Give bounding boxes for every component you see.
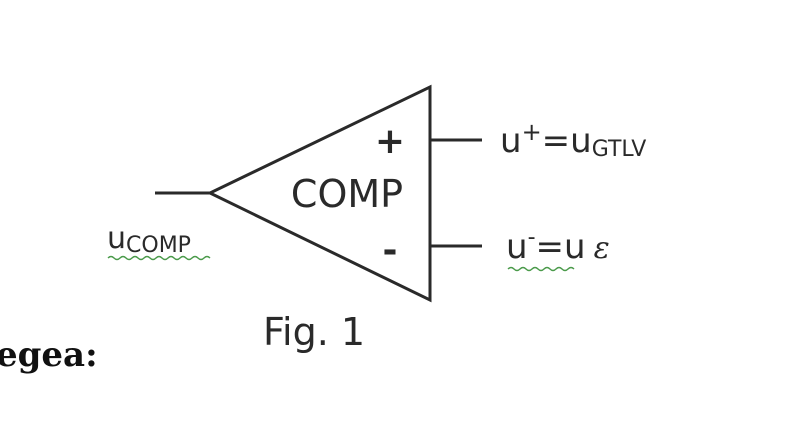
- output-plus-equals: =u: [542, 121, 592, 161]
- plus-sign: +: [375, 121, 405, 162]
- output-plus-label: u+=uGTLV: [500, 118, 646, 162]
- output-minus-sup: -: [528, 225, 536, 250]
- output-minus-base: u: [506, 227, 528, 267]
- figure-caption: Fig. 1: [263, 310, 365, 354]
- input-label-subscript: COMP: [126, 233, 191, 258]
- output-plus-base: u: [500, 121, 522, 161]
- output-plus-sup: +: [522, 118, 542, 146]
- side-text: egea:: [0, 335, 98, 375]
- comparator-triangle: [206, 84, 432, 303]
- minus-sign: -: [383, 230, 398, 271]
- block-label: COMP: [291, 172, 403, 216]
- output-minus-symbol: ε: [594, 231, 610, 266]
- output-minus-spellcheck-underline: [507, 266, 575, 272]
- output-plus-subscript: GTLV: [592, 137, 647, 162]
- input-label: uCOMP: [107, 221, 191, 258]
- input-label-spellcheck-underline: [107, 255, 211, 261]
- input-label-base: u: [107, 221, 126, 256]
- output-minus-equals: =u: [536, 227, 586, 267]
